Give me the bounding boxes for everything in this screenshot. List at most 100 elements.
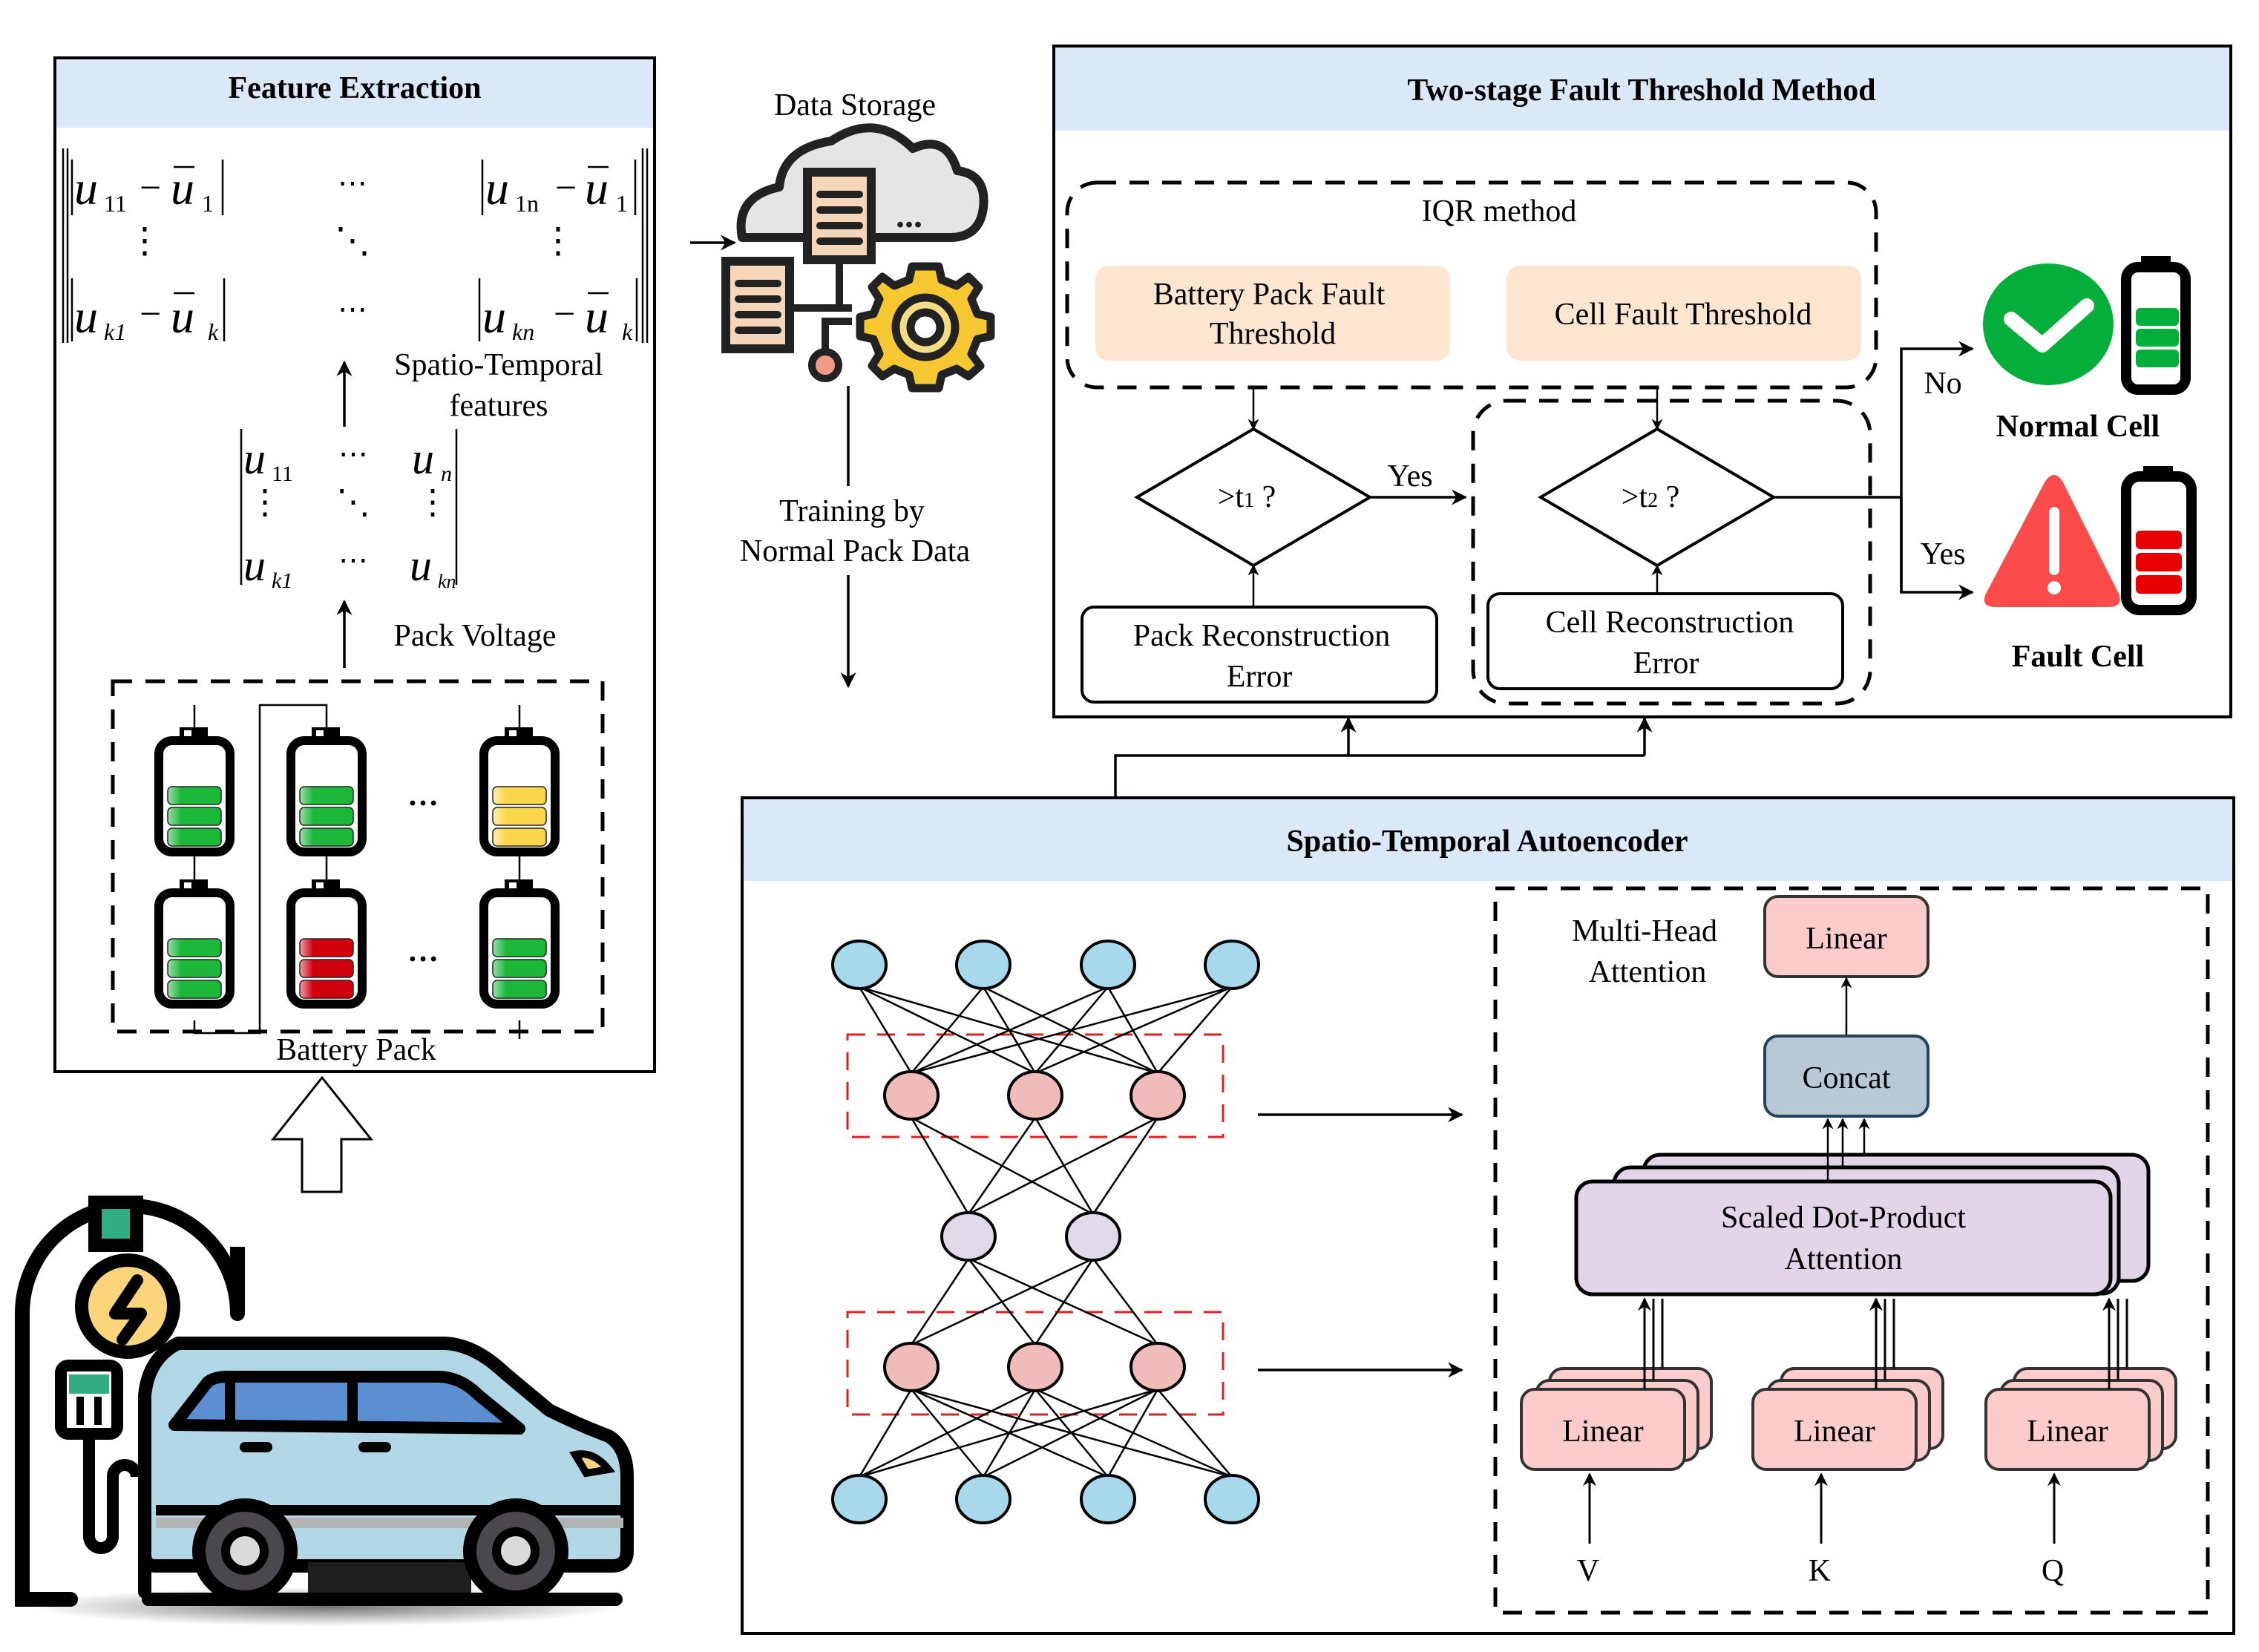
vdots: ⋮ bbox=[540, 221, 576, 260]
yes-label-2: Yes bbox=[1920, 537, 1965, 571]
deviation-matrix: u 11 − u 1 u 1n − u 1 ⋯ ⋮ ⋱ ⋮ u k1 − bbox=[62, 148, 649, 345]
battery-cell-green bbox=[154, 879, 235, 1009]
network-edge bbox=[858, 986, 913, 1074]
linear-label: Linear bbox=[2027, 1415, 2108, 1449]
decision-sub: 1 bbox=[1244, 489, 1254, 512]
linear-label: Linear bbox=[1562, 1415, 1644, 1449]
decision-sub: 2 bbox=[1647, 489, 1658, 512]
car-window bbox=[168, 1371, 525, 1435]
mha-label: Multi-Head bbox=[1572, 914, 1717, 948]
autoencoder-header bbox=[744, 799, 2232, 881]
minus-sign: − bbox=[554, 293, 575, 335]
network-node bbox=[1080, 940, 1136, 990]
storage-dots: ... bbox=[896, 196, 922, 235]
minus-sign: − bbox=[555, 167, 577, 209]
subscript: k bbox=[622, 318, 633, 345]
normal-cell-label: Normal Cell bbox=[1996, 410, 2160, 444]
normal-cell-indicator: Normal Cell bbox=[1983, 256, 2191, 444]
gear-icon bbox=[856, 262, 995, 393]
threshold-method-panel: Two-stage Fault Threshold Method IQR met… bbox=[1052, 45, 2232, 718]
threshold-method-title: Two-stage Fault Threshold Method bbox=[1407, 73, 1875, 108]
matrix-cell-u1n: u bbox=[485, 162, 509, 214]
battery-cell-green bbox=[286, 727, 367, 856]
subscript: k1 bbox=[104, 318, 126, 345]
autoencoder-panel: Spatio-Temporal Autoencoder Multi-Head A… bbox=[741, 796, 2235, 1635]
decision-suffix: ? bbox=[1658, 480, 1679, 514]
decision-suffix: ? bbox=[1254, 480, 1276, 514]
training-label: Training by bbox=[779, 494, 925, 528]
linear-output-label: Linear bbox=[1806, 922, 1887, 956]
vdots: ⋮ bbox=[127, 221, 163, 260]
cell-threshold-label: Cell Fault Threshold bbox=[1555, 298, 1812, 332]
pack-threshold-box bbox=[1095, 266, 1450, 361]
iqr-group bbox=[1065, 180, 1878, 390]
network-edge bbox=[859, 1388, 1036, 1478]
network-node bbox=[1204, 1474, 1260, 1524]
battery-pack: … … Battery Pack bbox=[111, 679, 605, 1067]
network-node bbox=[1007, 1070, 1063, 1121]
vdots: ⋮ bbox=[416, 483, 450, 521]
battery-cell-red bbox=[286, 879, 367, 1009]
subscript: kn bbox=[512, 318, 534, 345]
network-edge bbox=[967, 1117, 1037, 1215]
cell-reconstruction-error-box bbox=[1486, 592, 1844, 690]
connector-line bbox=[1114, 754, 1645, 798]
network-edge bbox=[911, 986, 1233, 1075]
pack-dots: … bbox=[407, 779, 439, 813]
data-storage-section: Data Storage ... Trainin bbox=[690, 88, 995, 689]
input-label-v: V bbox=[1577, 1554, 1599, 1588]
mha-label-2: Attention bbox=[1589, 955, 1707, 989]
network-node bbox=[1130, 1070, 1186, 1121]
mean-symbol: u bbox=[171, 290, 194, 343]
cell-error-label-2: Error bbox=[1633, 646, 1699, 681]
network-edge bbox=[911, 1257, 1094, 1346]
network-node bbox=[1130, 1342, 1186, 1392]
decision-prefix: >t bbox=[1218, 480, 1245, 514]
linear-box bbox=[1520, 1388, 1686, 1471]
network-node bbox=[1065, 1211, 1121, 1262]
network-edge bbox=[1035, 986, 1233, 1075]
encoder-highlight bbox=[846, 1033, 1224, 1138]
network-edge bbox=[1157, 986, 1233, 1074]
decision-1-label: >t1 ? bbox=[1218, 480, 1276, 514]
cell-error-label: Cell Reconstruction bbox=[1546, 606, 1794, 640]
mean-symbol: u bbox=[585, 162, 609, 214]
linear-box bbox=[1751, 1388, 1918, 1471]
feature-extraction-title: Feature Extraction bbox=[229, 71, 482, 105]
linear-label: Linear bbox=[1794, 1415, 1875, 1449]
pack-dots: … bbox=[407, 934, 439, 968]
mean-symbol: u bbox=[585, 290, 609, 343]
subscript: 11 bbox=[272, 462, 293, 486]
sdpa-label: Scaled Dot-Product bbox=[1721, 1201, 1966, 1235]
concat-label: Concat bbox=[1803, 1061, 1891, 1095]
autoencoder-title: Spatio-Temporal Autoencoder bbox=[1287, 825, 1688, 859]
vdots: ⋮ bbox=[248, 483, 282, 521]
subscript: 1 bbox=[202, 190, 214, 217]
spatio-temporal-features-label: Spatio-Temporal bbox=[394, 348, 603, 382]
spatio-temporal-features-label-2: features bbox=[450, 389, 548, 423]
network-node bbox=[940, 1211, 997, 1262]
cell-threshold-box bbox=[1506, 266, 1861, 361]
decision-prefix: >t bbox=[1622, 480, 1648, 514]
check-circle-icon bbox=[1983, 263, 2114, 385]
subscript: k1 bbox=[272, 568, 292, 593]
battery-cell-green bbox=[479, 879, 560, 1009]
concat-box bbox=[1763, 1035, 1930, 1118]
battery-pack-label: Battery Pack bbox=[276, 1033, 436, 1067]
battery-cells bbox=[154, 727, 560, 1009]
input-label-k: K bbox=[1809, 1554, 1831, 1588]
network-edge bbox=[911, 986, 984, 1074]
network-node bbox=[955, 940, 1012, 990]
no-label: No bbox=[1924, 367, 1961, 401]
network-edge bbox=[983, 1388, 1158, 1478]
mean-symbol: u bbox=[171, 162, 194, 214]
network-edge bbox=[1092, 1258, 1158, 1345]
network-node bbox=[1007, 1342, 1063, 1392]
input-label-q: Q bbox=[2042, 1554, 2064, 1588]
linear-output-box bbox=[1763, 895, 1930, 978]
